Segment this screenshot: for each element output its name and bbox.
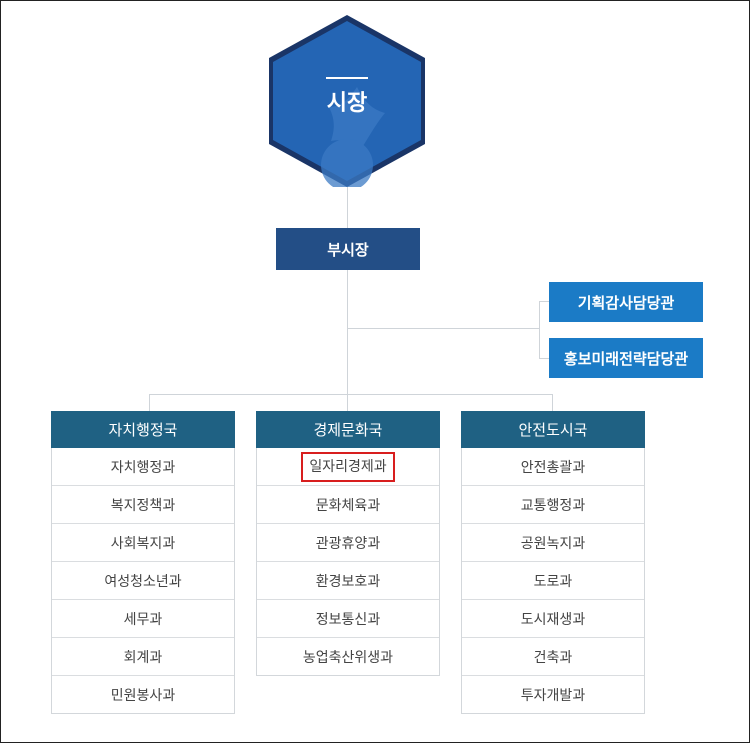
- mayor-hexagon-shape: [269, 15, 425, 187]
- department-item[interactable]: 도로과: [462, 561, 644, 599]
- department-item[interactable]: 회계과: [52, 637, 234, 675]
- mayor-label: 시장: [326, 91, 368, 116]
- mayor-title-rule: [326, 77, 368, 79]
- bureau-header[interactable]: 경제문화국: [256, 411, 440, 448]
- connector-mayor-deputy: [347, 187, 348, 228]
- department-item[interactable]: 여성청소년과: [52, 561, 234, 599]
- department-item[interactable]: 자치행정과: [110, 459, 176, 476]
- department-item[interactable]: 관광휴양과: [257, 523, 439, 561]
- department-item[interactable]: 민원봉사과: [52, 675, 234, 713]
- highlight-box: 일자리경제과: [301, 451, 395, 482]
- department-item[interactable]: 건축과: [462, 637, 644, 675]
- department-item[interactable]: 농업축산위생과: [257, 637, 439, 675]
- planning-audit-office-box[interactable]: 기획감사담당관: [549, 282, 703, 322]
- department-item[interactable]: 환경보호과: [257, 561, 439, 599]
- department-list: 안전총괄과 교통행정과 공원녹지과 도로과 도시재생과 건축과 투자개발과: [461, 448, 645, 714]
- department-item[interactable]: 문화체육과: [257, 485, 439, 523]
- department-item[interactable]: 정보통신과: [257, 599, 439, 637]
- emblem-watermark-icon: [321, 87, 385, 187]
- connector-aux-bracket: [539, 301, 540, 358]
- department-item[interactable]: 사회복지과: [52, 523, 234, 561]
- connector-aux-horizontal: [347, 328, 540, 329]
- connector-bureau-right: [552, 394, 553, 411]
- department-item-highlighted[interactable]: 일자리경제과: [257, 448, 439, 485]
- connector-bureau-left: [149, 394, 150, 411]
- deputy-mayor-box[interactable]: 부시장: [276, 228, 420, 270]
- bureau-column-economy-culture: 경제문화국 일자리경제과 문화체육과 관광휴양과 환경보호과 정보통신과 농업축…: [256, 411, 440, 676]
- bureau-header[interactable]: 자치행정국: [51, 411, 235, 448]
- connector-aux-top: [539, 301, 549, 302]
- department-item[interactable]: 복지정책과: [52, 485, 234, 523]
- department-item[interactable]: 투자개발과: [462, 675, 644, 713]
- pr-future-strategy-office-box[interactable]: 홍보미래전략담당관: [549, 338, 703, 378]
- department-item[interactable]: 세무과: [52, 599, 234, 637]
- department-item[interactable]: 교통행정과: [462, 485, 644, 523]
- connector-aux-bottom: [539, 358, 549, 359]
- mayor-node[interactable]: 시장: [269, 15, 425, 187]
- connector-deputy-trunk: [347, 270, 348, 411]
- connector-bureau-horizontal: [149, 394, 553, 395]
- department-list: 자치행정과 복지정책과 사회복지과 여성청소년과 세무과 회계과 민원봉사과: [51, 448, 235, 714]
- bureau-column-admin: 자치행정국 자치행정과 복지정책과 사회복지과 여성청소년과 세무과 회계과 민…: [51, 411, 235, 714]
- bureau-column-safety-city: 안전도시국 안전총괄과 교통행정과 공원녹지과 도로과 도시재생과 건축과 투자…: [461, 411, 645, 714]
- bureau-header[interactable]: 안전도시국: [461, 411, 645, 448]
- department-item[interactable]: 안전총괄과: [520, 459, 586, 476]
- department-item[interactable]: 도시재생과: [462, 599, 644, 637]
- department-item[interactable]: 공원녹지과: [462, 523, 644, 561]
- department-list: 일자리경제과 문화체육과 관광휴양과 환경보호과 정보통신과 농업축산위생과: [256, 448, 440, 676]
